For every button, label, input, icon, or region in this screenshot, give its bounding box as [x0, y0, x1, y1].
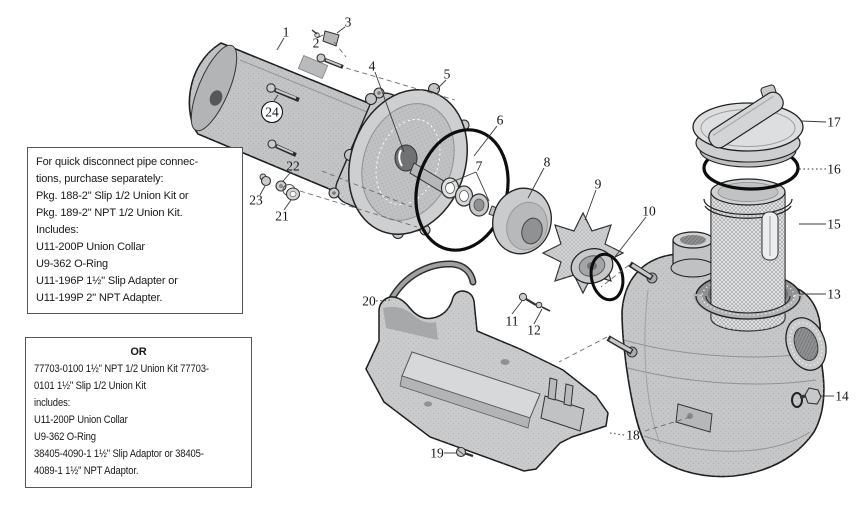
leader-line-22 — [282, 171, 292, 182]
note-or-heading: OR — [130, 346, 147, 358]
note-line: 77703-0100 1½" NPT 1/2 Union Kit 77703- — [34, 363, 209, 375]
callout-24: 24 — [265, 105, 279, 120]
leader-line-9 — [584, 189, 597, 221]
callout-2: 2 — [313, 36, 320, 51]
lid-handle — [708, 91, 784, 149]
leader-line-5 — [436, 79, 447, 90]
callout-20: 20 — [362, 294, 376, 309]
part-1-motor — [188, 42, 385, 198]
callout-19: 19 — [430, 446, 444, 461]
parts-21-22-23-washers — [259, 173, 301, 201]
callout-14: 14 — [835, 389, 849, 404]
parts-11-12-screws — [518, 292, 551, 312]
callout-7: 7 — [476, 159, 483, 174]
housing-side-port — [785, 317, 827, 371]
leader-line-1 — [276, 37, 285, 51]
part-17-strainer-lid — [692, 84, 804, 168]
part-7-shaft-seal — [440, 171, 490, 217]
part-2-3-clamp — [311, 29, 340, 47]
note-line: 0101 1½" Slip 1/2 Union Kit — [34, 380, 146, 392]
note-line: includes: — [34, 397, 71, 409]
callout-5: 5 — [444, 67, 451, 82]
callout-12: 12 — [527, 323, 541, 338]
part-10-o-ring — [589, 252, 625, 302]
housing-studs — [606, 261, 658, 358]
leader-line-4 — [374, 71, 405, 153]
callout-23: 23 — [249, 193, 263, 208]
leader-line-24 — [273, 94, 279, 102]
note-line: U11-200P Union Collar — [36, 241, 145, 253]
note-box-2-lines: 77703-0100 1½" NPT 1/2 Union Kit 77703- 0… — [34, 361, 243, 480]
motor-bolts — [266, 53, 344, 157]
note-line: U9-362 O-Ring — [34, 431, 96, 443]
leader-line-21 — [283, 199, 292, 211]
callout-circle-24 — [260, 100, 284, 124]
leader-line-2 — [316, 34, 324, 39]
part-19-screw — [455, 446, 474, 458]
callout-4: 4 — [369, 59, 376, 74]
note-box-quick-disconnect: For quick disconnect pipe connec-tions, … — [27, 147, 243, 314]
part-18-base — [365, 290, 609, 472]
callout-8: 8 — [544, 155, 551, 170]
leader-line-8 — [527, 167, 545, 199]
note-line: Pkg. 189-2" NPT 1/2 Union Kit. — [36, 207, 183, 219]
note-line: tions, purchase separately: — [36, 173, 164, 185]
note-line: U11-199P 2" NPT Adapter. — [36, 292, 163, 304]
leader-line-3 — [336, 26, 346, 34]
note-line: For quick disconnect pipe connec- — [36, 156, 198, 168]
note-line: Pkg. 188-2" Slip 1/2 Union Kit or — [36, 190, 189, 202]
part-15-strainer-basket — [693, 178, 803, 332]
part-9-impeller — [541, 211, 625, 295]
note-line: U11-200P Union Collar — [34, 414, 128, 426]
leader-line-12 — [533, 308, 543, 325]
callout-1: 1 — [283, 25, 290, 40]
note-line: U9-362 O-Ring — [36, 258, 109, 270]
note-box-1-lines: For quick disconnect pipe connec-tions, … — [36, 154, 234, 307]
callout-10: 10 — [642, 204, 656, 219]
callout-3: 3 — [345, 15, 352, 30]
callout-6: 6 — [497, 113, 504, 128]
part-8-diffuser — [488, 187, 552, 255]
part-20-strap — [387, 260, 477, 304]
callout-11: 11 — [506, 314, 519, 329]
housing-foot — [675, 403, 713, 433]
leader-line-10 — [613, 216, 647, 259]
callout-21: 21 — [275, 209, 289, 224]
housing-top-port — [670, 231, 716, 278]
note-line: 4089-1 1½" NPT Adaptor. — [34, 465, 139, 477]
callout-16: 16 — [827, 162, 841, 177]
part-5-seal-plate — [344, 83, 468, 239]
callout-9: 9 — [595, 177, 602, 192]
leader-line-6 — [473, 125, 498, 157]
callout-15: 15 — [827, 217, 841, 232]
callout-18: 18 — [626, 428, 640, 443]
callout-13: 13 — [827, 287, 841, 302]
part-14-drain-plug — [791, 387, 822, 408]
callout-22: 22 — [286, 159, 300, 174]
note-line: U11-196P 1½" Slip Adapter or — [36, 275, 178, 287]
leader-line-17 — [800, 120, 827, 123]
note-line: 38405-4090-1 1½" Slip Adaptor or 38405- — [34, 448, 204, 460]
leader-line-11 — [511, 300, 523, 315]
callout-17: 17 — [827, 115, 841, 130]
leader-line-18 — [609, 432, 625, 436]
note-box-union-kit-or: OR 77703-0100 1½" NPT 1/2 Union Kit 7770… — [25, 337, 252, 488]
note-line: Includes: — [36, 224, 79, 236]
alignment-lines — [299, 41, 691, 432]
leader-line-23 — [259, 185, 266, 196]
